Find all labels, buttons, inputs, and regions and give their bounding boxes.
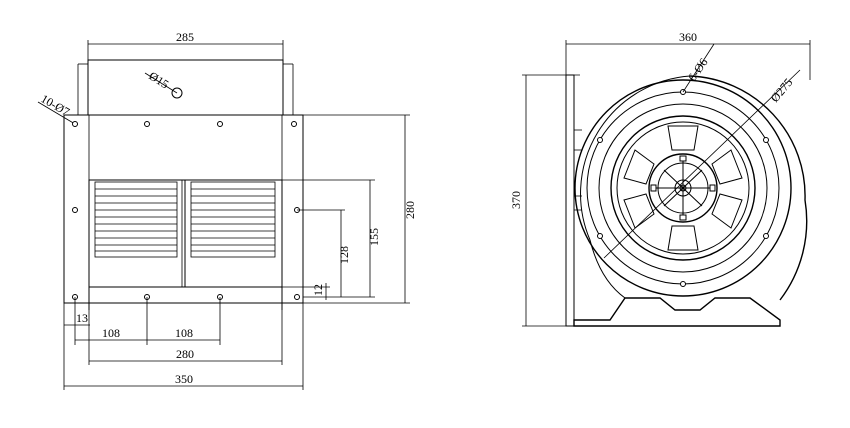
base-feet: [573, 297, 781, 327]
dim-label-280-horizontal: 280: [176, 347, 194, 361]
impeller-rim: [610, 115, 756, 261]
flange-plate: [63, 114, 304, 304]
dim-label-outlet-hole: Ø15: [146, 69, 171, 92]
mount-hole: [72, 207, 78, 213]
dim-label-13: 13: [76, 311, 88, 325]
dim-label-mount-holes: 10-Ø7: [39, 91, 73, 118]
dim-label-360: 360: [679, 30, 697, 44]
louvre-group-right: [190, 181, 276, 258]
dim-label-285: 285: [176, 30, 194, 44]
dim-label-diameter: Ø275: [768, 75, 796, 104]
dim-label-350: 350: [175, 372, 193, 386]
motor-hub-outer: [648, 153, 718, 223]
impeller-spokes: [623, 125, 743, 251]
dim-label-108-right: 108: [175, 326, 193, 340]
dim-label-flange-holes: 6-Ø6: [685, 55, 711, 83]
flange-hole: [763, 137, 769, 143]
dim-label-128: 128: [337, 246, 351, 264]
scroll-outer: [689, 75, 808, 301]
dim-label-108-left: 108: [102, 326, 120, 340]
impeller-rim-inner: [616, 121, 750, 255]
mount-hole: [294, 294, 300, 300]
inlet-ring-3: [598, 103, 768, 273]
front-view: 285 Ø15 10-Ø7: [37, 30, 417, 390]
mount-hole: [217, 121, 223, 127]
mount-hole: [144, 121, 150, 127]
inlet-ring-outer: [574, 79, 792, 297]
outlet-hole: [171, 87, 183, 99]
dim-label-12: 12: [311, 284, 325, 296]
flange-hole: [763, 233, 769, 239]
flange-hole: [597, 233, 603, 239]
dim-label-155: 155: [367, 228, 381, 246]
side-view: 360 370: [509, 30, 811, 327]
louvre-group-left: [94, 181, 178, 258]
dim-label-280-vertical: 280: [403, 201, 417, 219]
mount-hole: [291, 121, 297, 127]
dim-label-370: 370: [509, 191, 523, 209]
rear-flange: [565, 74, 575, 327]
flange-hole: [680, 281, 686, 287]
dim-line-diameter: [603, 69, 801, 259]
scroll-left: [580, 75, 691, 299]
top-housing: [87, 59, 284, 116]
mount-hole: [72, 121, 78, 127]
flange-hole: [597, 137, 603, 143]
